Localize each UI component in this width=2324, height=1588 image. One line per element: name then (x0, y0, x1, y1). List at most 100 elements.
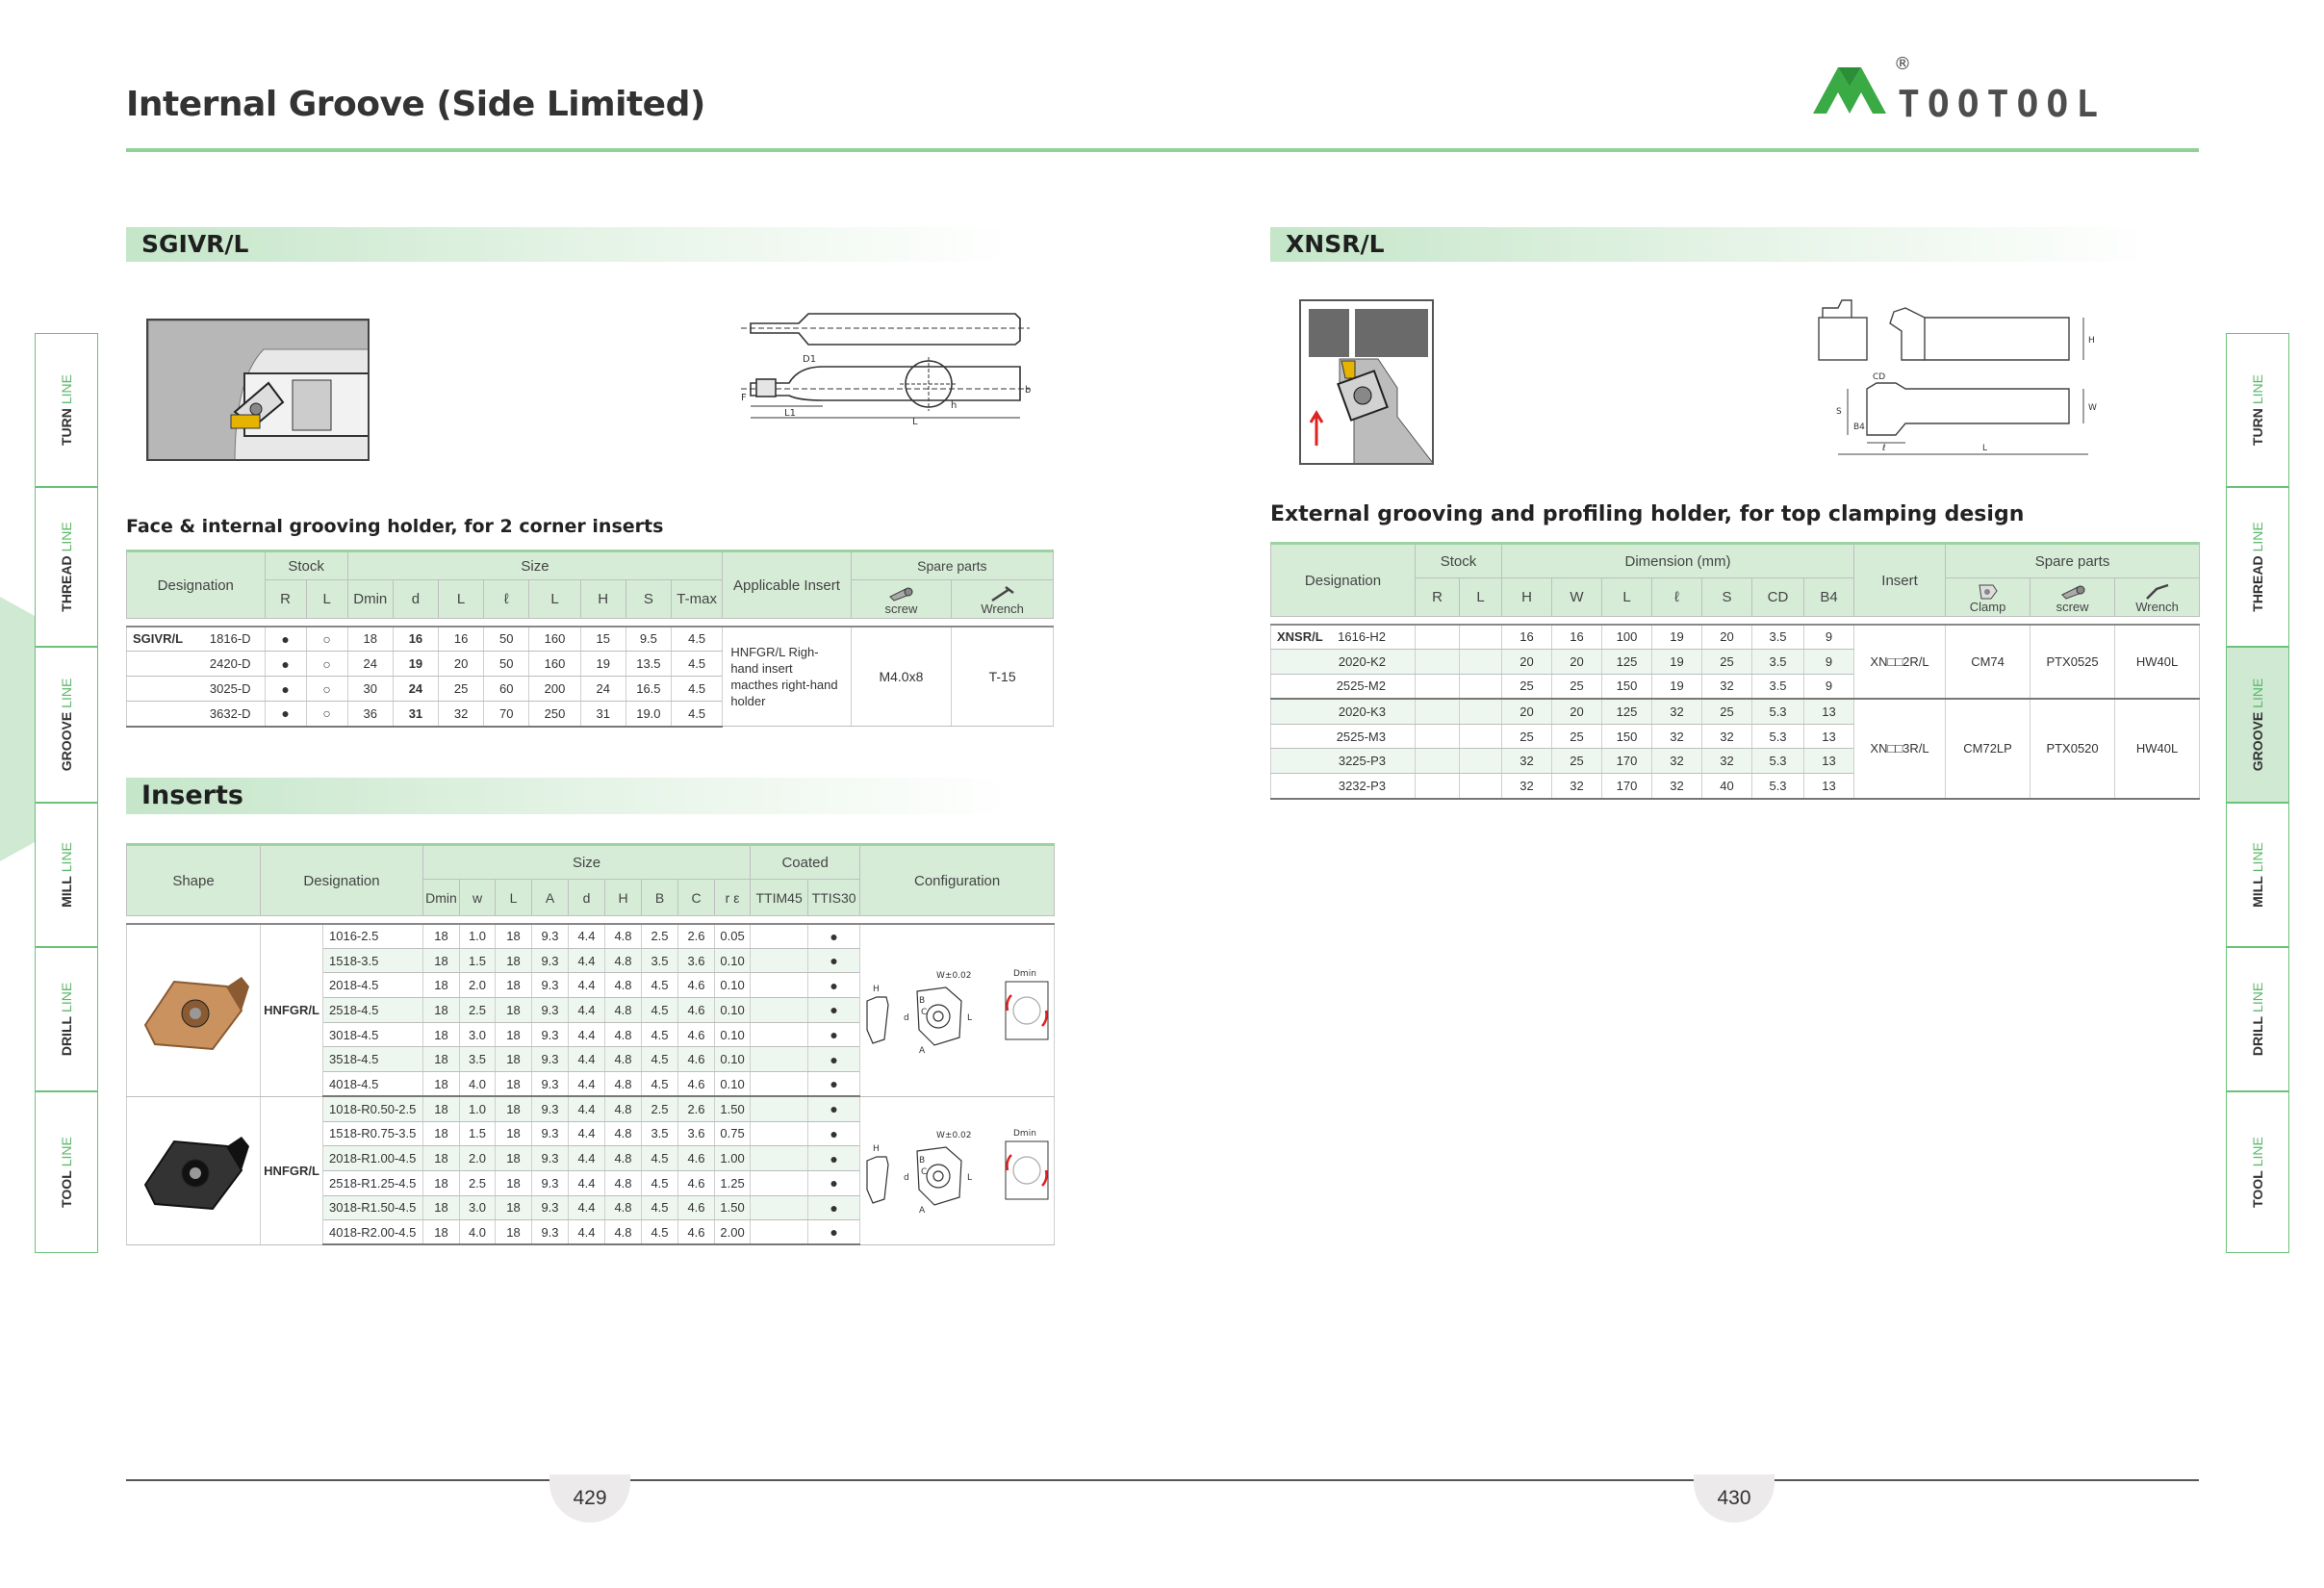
xnsr-dim-cell: 9 (1803, 649, 1855, 675)
col-insert-dim: L (495, 879, 532, 916)
tab-thread-line[interactable]: THREADLINE (35, 487, 98, 647)
col-d: d (392, 579, 440, 619)
tab-groove-line[interactable]: GROOVELINE (35, 647, 98, 803)
size-cell: 250 (528, 701, 581, 728)
insert-size-cell: 4.4 (568, 1219, 605, 1246)
col-xnsr-dim: ℓ (1651, 577, 1703, 617)
insert-size-cell: 3.5 (641, 948, 678, 974)
insert-size-cell: 18 (495, 1121, 532, 1147)
xnsr-dim-cell: 170 (1601, 748, 1653, 775)
xnsr-dim-cell: 25 (1501, 674, 1553, 701)
tab-drill-line-right[interactable]: DRILLLINE (2226, 947, 2289, 1091)
insert-size-cell: 4.8 (604, 1145, 642, 1171)
svg-text:d: d (904, 1173, 909, 1183)
size-cell: 160 (528, 651, 581, 677)
col-xnsr-dim: CD (1751, 577, 1805, 617)
insert-size-cell: 2.5 (459, 997, 496, 1023)
svg-text:B: B (919, 996, 925, 1006)
tab-turn-line[interactable]: TURNLINE (35, 333, 98, 487)
insert-size-cell: 4.6 (677, 1022, 715, 1048)
svg-text:F: F (741, 393, 747, 403)
insert-size-cell: 0.75 (713, 1121, 752, 1147)
insert-size-cell: 4.8 (604, 1195, 642, 1221)
size-cell: 24 (346, 651, 394, 677)
logo-wordmark: TOOTOOL (1898, 83, 2107, 125)
xnsr-dim-cell: 19 (1651, 649, 1703, 675)
insert-size-cell: 18 (495, 1046, 532, 1073)
clamp-icon (1978, 584, 1998, 600)
insert-size-cell: 1.5 (459, 948, 496, 974)
insert-size-cell: 18 (422, 972, 460, 999)
insert-photo-icon (143, 1137, 249, 1211)
xnsr-dim-cell: 25 (1551, 674, 1603, 701)
insert-size-cell: 18 (422, 1219, 460, 1246)
insert-size-cell: 1.0 (459, 923, 496, 949)
col-l-small: ℓ (483, 579, 530, 619)
size-cell: 13.5 (625, 651, 672, 677)
insert-size-cell: 18 (422, 1071, 460, 1098)
insert-size-cell: 0.10 (713, 972, 752, 999)
col-insert-dim: d (568, 879, 605, 916)
size-cell: 19 (392, 651, 440, 677)
insert-size-cell: 4.6 (677, 1195, 715, 1221)
insert-size-cell: 4.6 (677, 1046, 715, 1073)
svg-text:d: d (904, 1013, 909, 1023)
xnsr-designation-cell: 2525-M3 (1270, 724, 1416, 750)
insert-size-cell: 18 (422, 1121, 460, 1147)
col-xnsr-dim: L (1601, 577, 1653, 617)
col-xnsr-wrench: Wrench (2114, 577, 2201, 617)
insert-size-cell: 4.4 (568, 997, 605, 1023)
insert-size-cell: 18 (422, 948, 460, 974)
xnsr-dim-cell: 3.5 (1751, 649, 1805, 675)
col-xnsr-stock-l: L (1458, 577, 1503, 617)
spare-wrench-cell: T-15 (951, 626, 1054, 727)
xnsr-technical-drawing: H W S B4 CD ℓ L (1818, 299, 2097, 455)
insert-size-cell: 4.8 (604, 1219, 642, 1246)
coated-ttis30-cell: ● (807, 1170, 861, 1196)
xnsr-dim-cell: 32 (1651, 773, 1703, 800)
tab-tool-line[interactable]: TOOLLINE (35, 1091, 98, 1253)
insert-size-cell: 9.3 (531, 1170, 569, 1196)
size-cell: 4.5 (670, 626, 724, 652)
insert-size-cell: 9.3 (531, 948, 569, 974)
svg-text:Dmin: Dmin (1013, 1129, 1036, 1139)
coated-ttis30-cell: ● (807, 948, 861, 974)
tab-drill-line[interactable]: DRILLLINE (35, 947, 98, 1091)
header-rule (126, 148, 2199, 152)
tab-mill-line-right[interactable]: MILLLINE (2226, 803, 2289, 947)
insert-size-cell: 18 (495, 1022, 532, 1048)
svg-text:D1: D1 (803, 354, 816, 365)
tab-tool-line-right[interactable]: TOOLLINE (2226, 1091, 2289, 1253)
insert-size-cell: 4.8 (604, 923, 642, 949)
xnsr-dim-cell: 5.3 (1751, 748, 1805, 775)
tab-mill-line[interactable]: MILLLINE (35, 803, 98, 947)
stock-l-cell: ○ (305, 626, 348, 652)
sgivr-subtitle: Face & internal grooving holder, for 2 c… (126, 516, 664, 537)
sgivr-product-image (146, 319, 370, 461)
col-xnsr-dim: B4 (1803, 577, 1855, 617)
insert-size-cell: 3.6 (677, 1121, 715, 1147)
size-cell: 32 (438, 701, 485, 728)
xnsr-insert-cell: XN□□2R/L (1853, 624, 1947, 701)
insert-size-cell: 4.4 (568, 1121, 605, 1147)
stock-r-cell: ● (264, 676, 307, 702)
xnsr-screw-cell: PTX0525 (2030, 624, 2116, 701)
stock-r-cell: ● (264, 651, 307, 677)
insert-size-cell: 4.8 (604, 972, 642, 999)
insert-code-cell: 3518-4.5 (322, 1046, 423, 1073)
col-dmin: Dmin (346, 579, 394, 619)
coated-ttis30-cell: ● (807, 1145, 861, 1171)
insert-size-cell: 18 (422, 1170, 460, 1196)
tab-turn-line-right[interactable]: TURNLINE (2226, 333, 2289, 487)
insert-size-cell: 1.25 (713, 1170, 752, 1196)
tab-thread-line-right[interactable]: THREADLINE (2226, 487, 2289, 647)
stock-l-cell: ○ (305, 651, 348, 677)
tab-groove-line-right[interactable]: GROOVELINE (2226, 647, 2289, 803)
